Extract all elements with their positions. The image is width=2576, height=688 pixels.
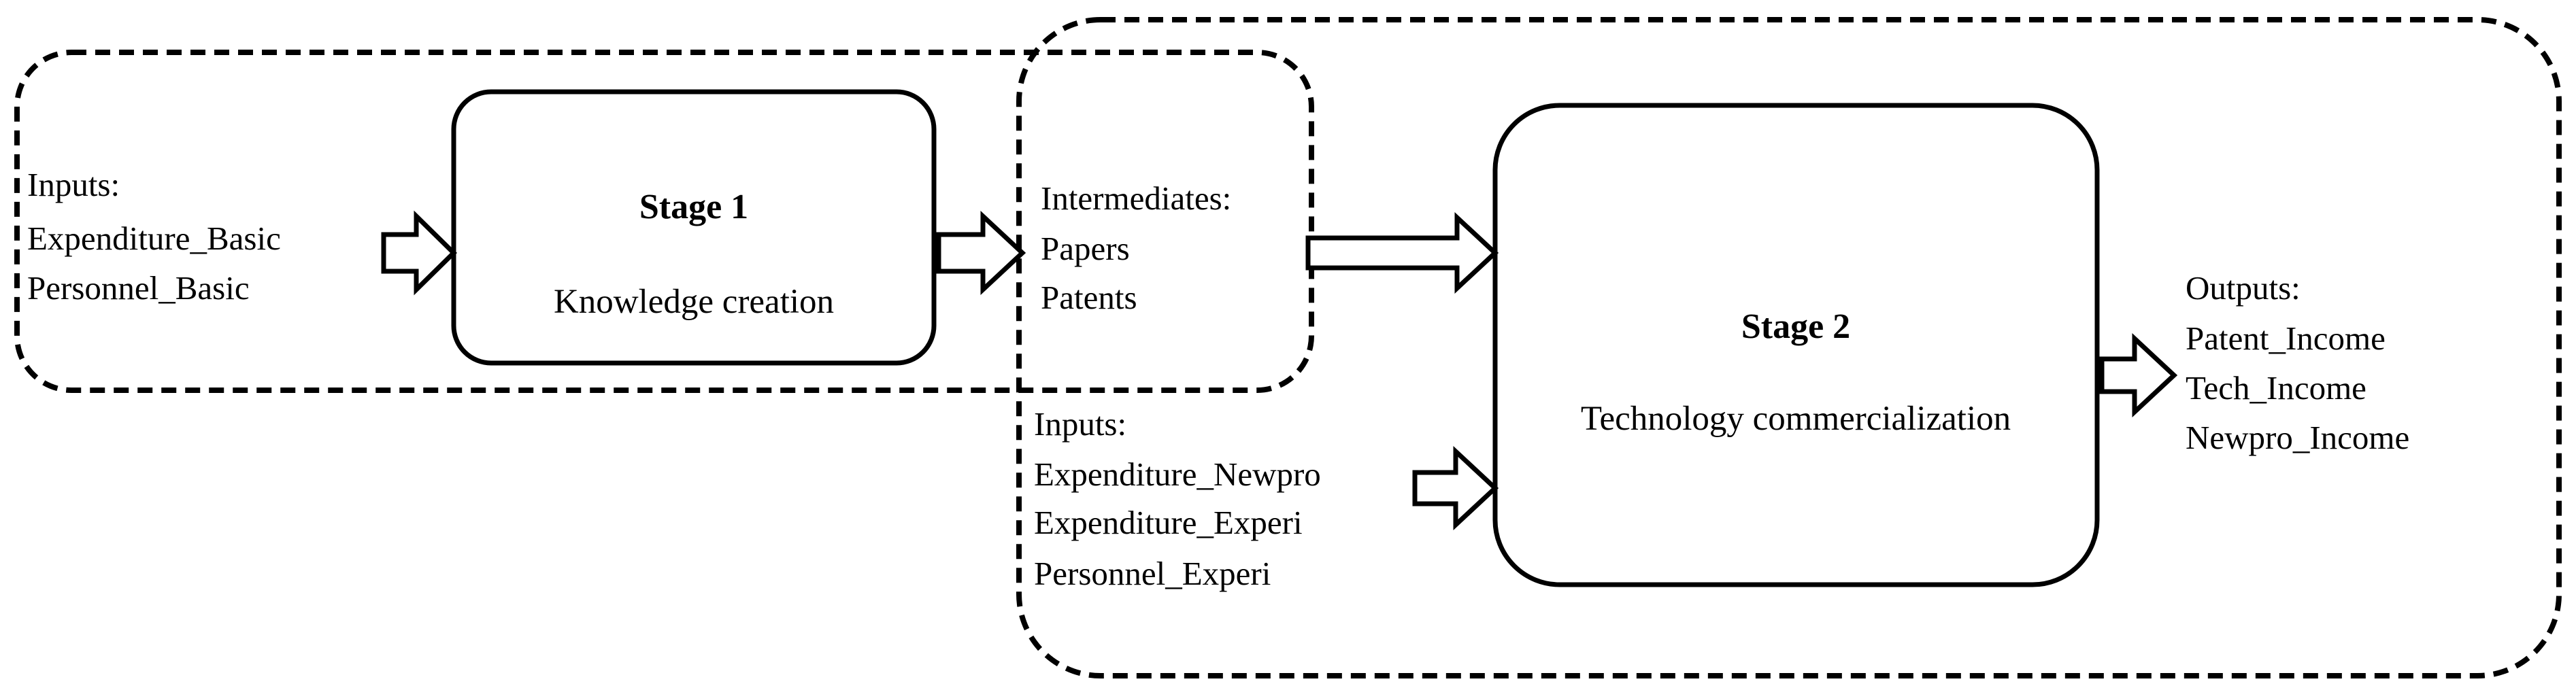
intermediates-label: Intermediates: Papers Patents xyxy=(1041,179,1231,316)
stage2-box xyxy=(1492,103,2100,587)
svg-text:Personnel_Basic: Personnel_Basic xyxy=(27,269,250,307)
svg-text:Tech_Income: Tech_Income xyxy=(2186,369,2366,407)
stage1-title: Stage 1 xyxy=(639,188,748,226)
arrow-stage2-to-outputs xyxy=(2099,332,2178,418)
svg-text:Papers: Papers xyxy=(1041,230,1130,267)
stage2-region xyxy=(1016,17,2562,678)
svg-text:Inputs:: Inputs: xyxy=(1034,405,1126,443)
stage2-inputs-label: Inputs: Expenditure_Newpro Expenditure_E… xyxy=(1034,405,1321,592)
stage1-description: Knowledge creation xyxy=(554,283,834,321)
arrow-inputs-to-stage1 xyxy=(381,210,457,296)
stage2-title: Stage 2 xyxy=(1741,307,1850,346)
svg-text:Inputs:: Inputs: xyxy=(27,166,120,203)
stage2-description: Technology commercialization xyxy=(1581,400,2011,438)
stage2-outputs-label: Outputs: Patent_Income Tech_Income Newpr… xyxy=(2186,269,2409,456)
svg-text:Expenditure_Experi: Expenditure_Experi xyxy=(1034,504,1303,541)
arrow-intermediates-to-stage2 xyxy=(1305,211,1499,294)
svg-text:Outputs:: Outputs: xyxy=(2186,269,2301,307)
svg-text:Expenditure_Basic: Expenditure_Basic xyxy=(27,220,281,257)
stage1-box xyxy=(451,89,937,366)
svg-text:Patents: Patents xyxy=(1041,279,1137,316)
arrow-stage2-inputs-to-stage2 xyxy=(1412,445,1499,531)
arrow-stage1-to-intermediates xyxy=(936,210,1026,296)
svg-text:Personnel_Experi: Personnel_Experi xyxy=(1034,555,1271,592)
stage1-region xyxy=(14,50,1314,393)
svg-text:Expenditure_Newpro: Expenditure_Newpro xyxy=(1034,455,1321,493)
stage1-inputs-label: Inputs: Expenditure_Basic Personnel_Basi… xyxy=(27,166,281,307)
svg-text:Intermediates:: Intermediates: xyxy=(1041,179,1231,217)
svg-text:Newpro_Income: Newpro_Income xyxy=(2186,419,2409,456)
svg-text:Patent_Income: Patent_Income xyxy=(2186,320,2386,357)
